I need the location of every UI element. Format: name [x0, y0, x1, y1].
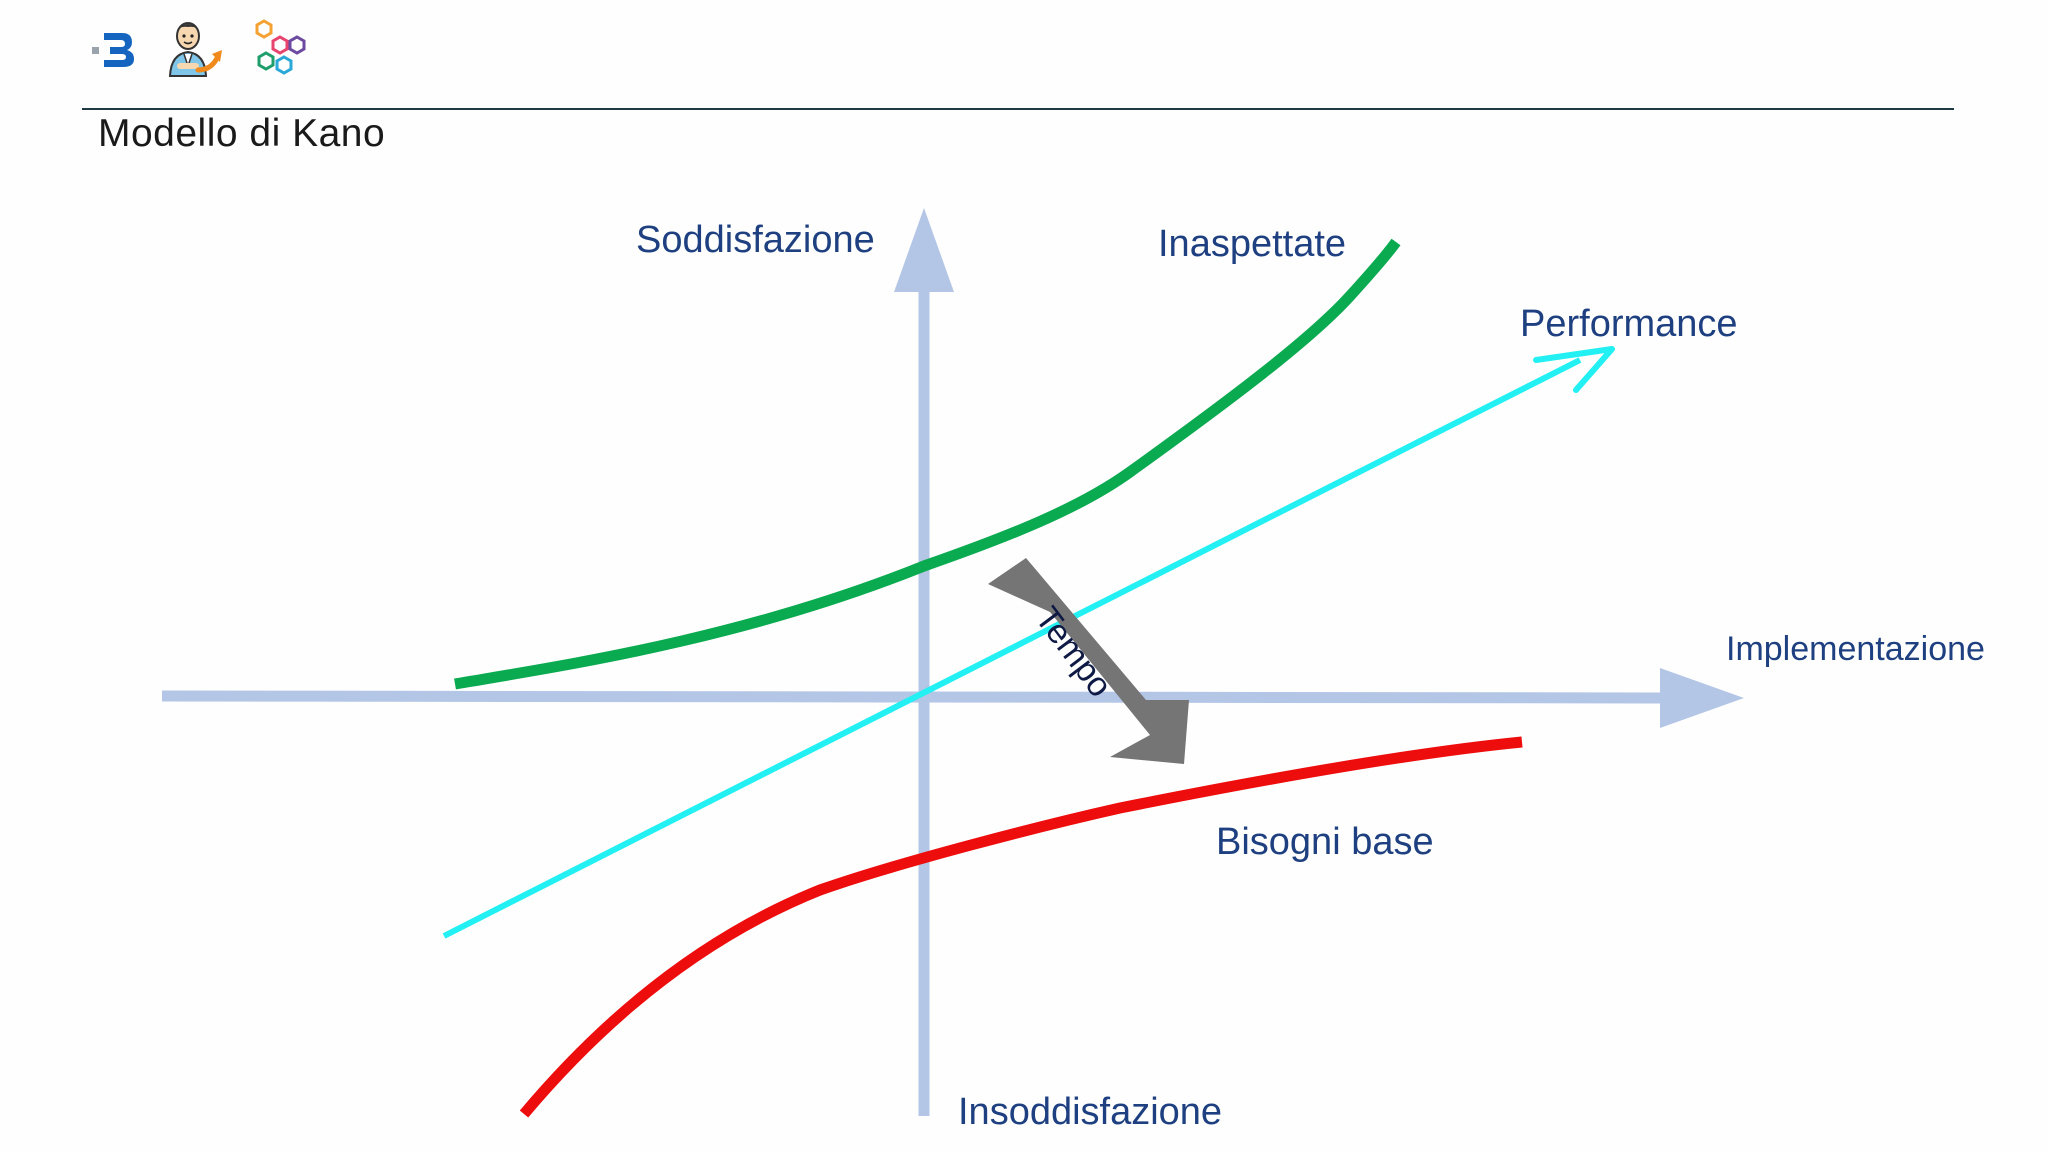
brand-b-logo [92, 33, 134, 67]
header: Modello di Kano [0, 0, 2048, 160]
dissatisfaction-label: Insoddisfazione [958, 1091, 1222, 1133]
person-growth-logo [168, 22, 222, 77]
axes [161, 208, 1744, 1116]
page-title: Modello di Kano [98, 112, 386, 155]
basic-needs-curve [519, 736, 1523, 1118]
unexpected-curve [454, 238, 1401, 690]
performance-line [442, 346, 1615, 939]
satisfaction-label: Soddisfazione [636, 219, 875, 261]
unexpected-label: Inaspettate [1158, 223, 1346, 265]
hexagon-cluster-logo [255, 19, 306, 75]
y-axis-arrowhead [894, 208, 954, 292]
x-axis-arrowhead [1660, 668, 1744, 728]
time-arrow: Tempo [988, 558, 1189, 764]
logo-bar [88, 18, 312, 80]
header-divider [82, 108, 1954, 110]
implementation-label: Implementazione [1726, 630, 1985, 668]
basic-needs-label: Bisogni base [1216, 821, 1434, 863]
performance-label: Performance [1520, 303, 1738, 345]
